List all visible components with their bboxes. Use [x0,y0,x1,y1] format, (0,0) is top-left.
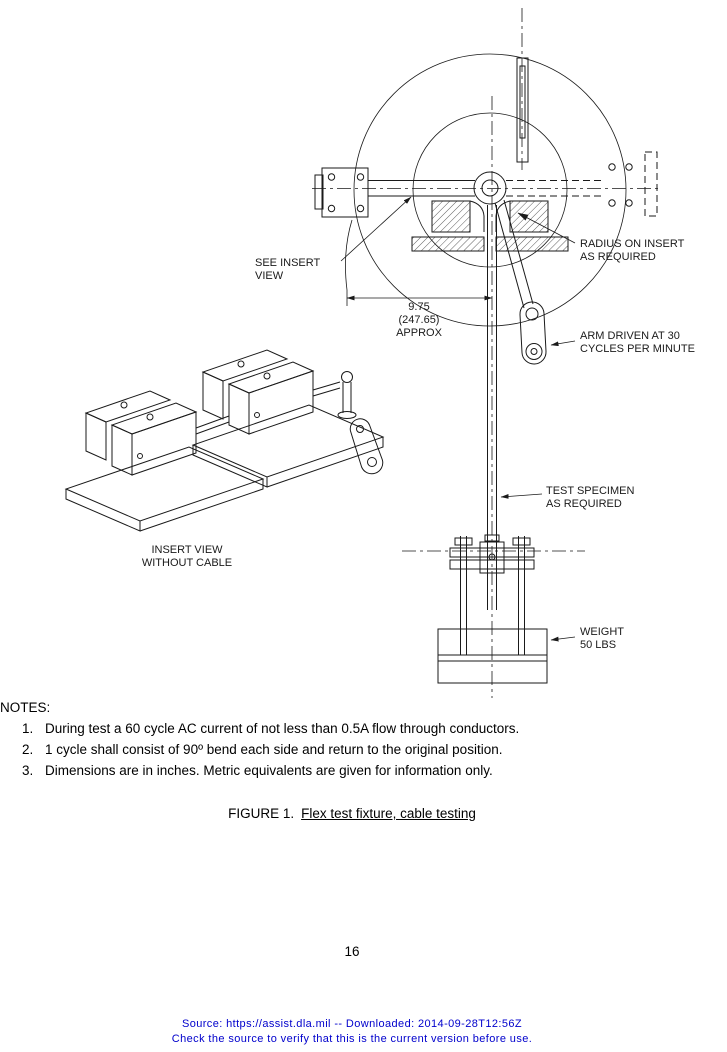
source-footer: Source: https://assist.dla.mil -- Downlo… [0,1018,704,1048]
insert-view-caption-line2: WITHOUT CABLE [142,557,232,569]
note-text: Dimensions are in inches. Metric equival… [45,763,493,778]
swing-arm [368,180,475,197]
bottom-clamp [449,534,535,655]
note-number: 1. [22,721,34,736]
footer-verify-line: Check the source to verify that this is … [171,1033,533,1045]
note-item-2: 2. 1 cycle shall consist of 90º bend eac… [0,742,727,757]
radius-label-line2: AS REQUIRED [580,251,656,263]
figure-caption: FIGURE 1. Flex test fixture, cable testin… [0,806,704,821]
note-number: 3. [22,763,34,778]
see-insert-label-line2: VIEW [255,270,284,282]
dimension-metric: (247.65) [399,314,440,326]
note-item-3: 3. Dimensions are in inches. Metric equi… [0,763,727,778]
leader-lines [340,196,576,642]
note-item-1: 1. During test a 60 cycle AC current of … [0,721,727,736]
figure-drawing: SEE INSERT VIEW RADIUS ON INSERT AS REQU… [64,8,695,698]
figure-label: FIGURE 1. [228,806,295,821]
swing-arc-circles [353,53,627,327]
pivot-hub [473,171,507,205]
notes-title: NOTES: [0,700,51,715]
dimension-value: 9.75 [408,301,429,313]
dimension-9-75 [345,219,493,306]
notes-section: NOTES: 1. During test a 60 cycle AC curr… [0,700,727,784]
centerlines [312,8,662,698]
dimension-approx: APPROX [396,327,443,339]
page-number: 16 [344,944,360,959]
note-text: 1 cycle shall consist of 90º bend each s… [45,742,503,757]
arm-driven-label-line1: ARM DRIVEN AT 30 [580,330,680,342]
main-fixture-view: SEE INSERT VIEW RADIUS ON INSERT AS REQU… [255,8,695,698]
weight-label-line2: 50 LBS [580,639,616,651]
footer-source-line: Source: https://assist.dla.mil -- Downlo… [181,1018,523,1030]
weight-block [437,628,548,684]
clamp-insert-assembly [411,200,569,252]
weight-label-line1: WEIGHT [580,626,624,638]
left-bracket [314,167,369,218]
driven-arm-link [494,199,547,365]
insert-view-caption-line1: INSERT VIEW [151,544,223,556]
see-insert-label-line1: SEE INSERT [255,257,320,269]
phantom-arm-right [506,151,658,217]
figure-title: Flex test fixture, cable testing [301,806,476,821]
insert-view: INSERT VIEW WITHOUT CABLE [64,349,385,569]
test-specimen-label-line1: TEST SPECIMEN [546,485,634,497]
arm-vertical-position [516,57,529,163]
note-text: During test a 60 cycle AC current of not… [45,721,520,736]
arm-driven-label-line2: CYCLES PER MINUTE [580,343,695,355]
test-specimen-label-line2: AS REQUIRED [546,498,622,510]
note-number: 2. [22,742,34,757]
radius-label-line1: RADIUS ON INSERT [580,238,685,250]
